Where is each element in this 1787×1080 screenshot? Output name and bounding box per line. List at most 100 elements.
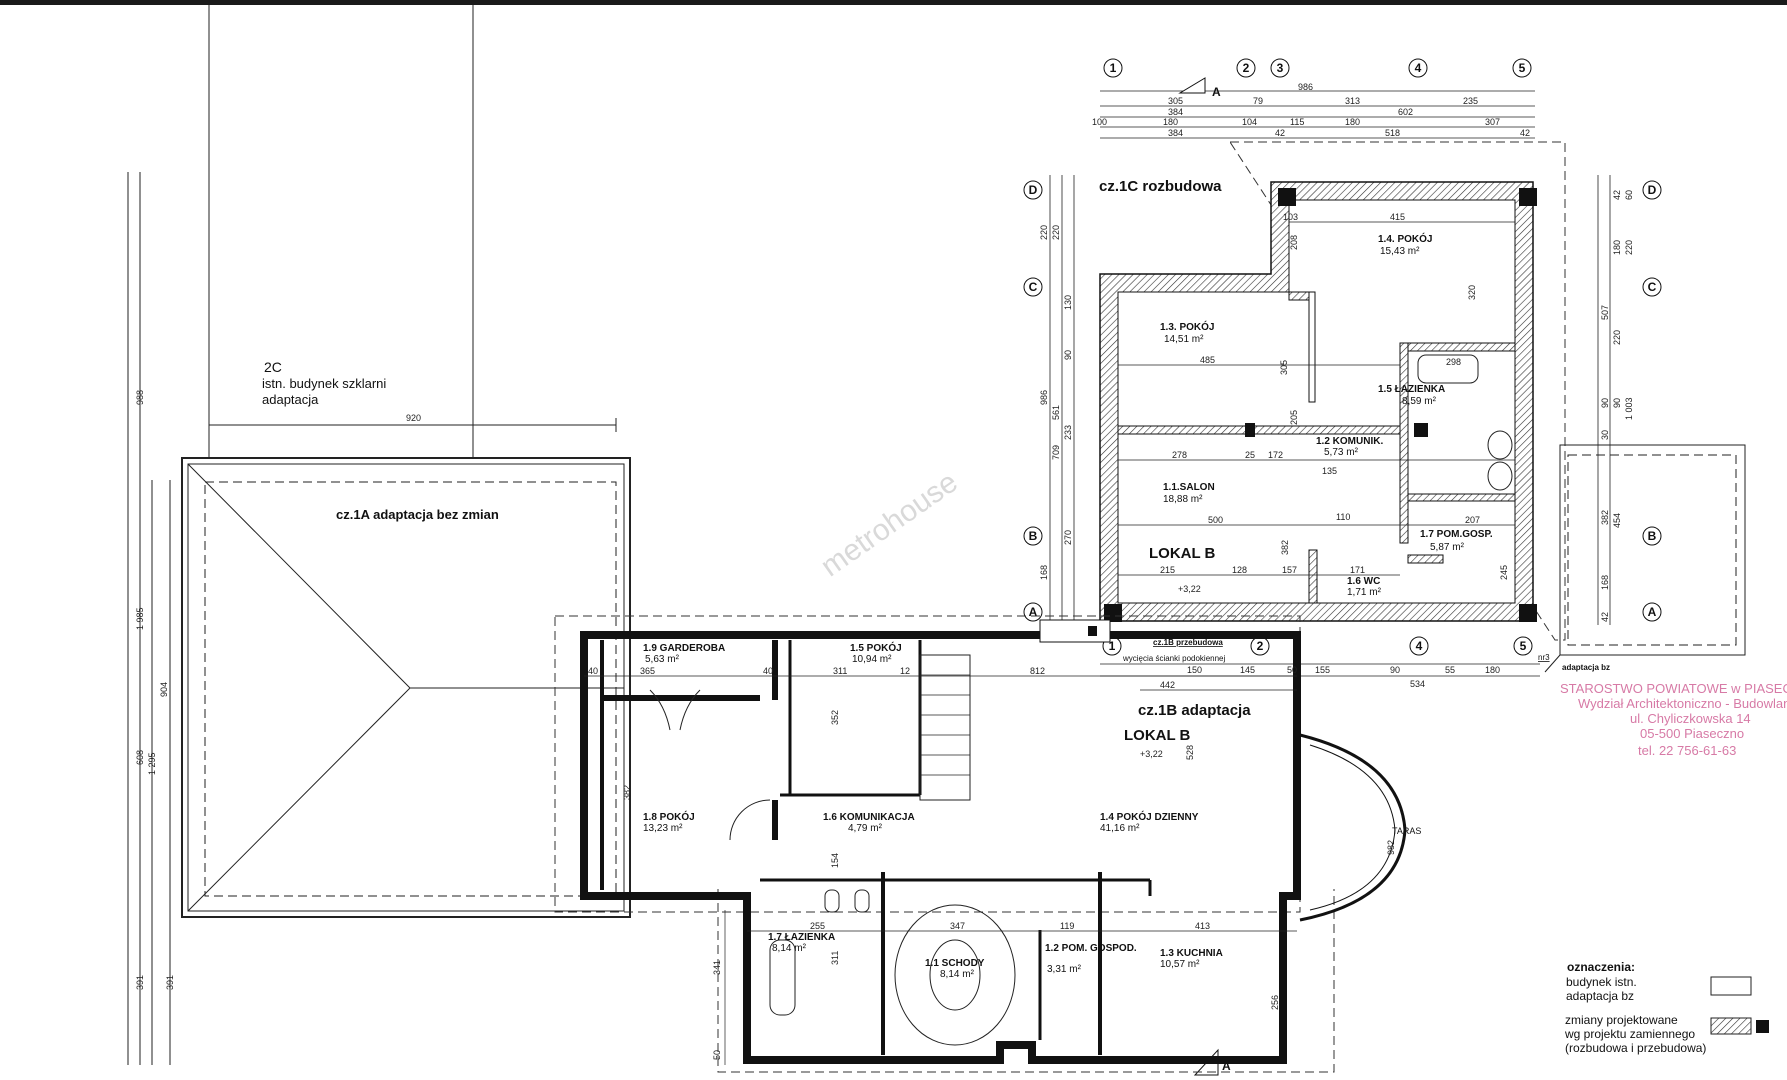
axis-bottom-4: 4 — [1409, 636, 1429, 656]
dim-391-a: 391 — [135, 975, 145, 990]
plan-text: 103 — [1283, 212, 1298, 222]
plan-text: 1 — [1110, 61, 1117, 75]
plan-text: 40 — [588, 666, 598, 676]
office-stamp: STAROSTWO POWIATOWE w PIASECZNIE Wydział… — [1560, 681, 1787, 758]
plan-text: 90 — [1612, 398, 1622, 408]
room-name: 1.3 KUCHNIA — [1160, 948, 1223, 959]
plan-text: 104 — [1242, 117, 1257, 127]
section-marker-top: A — [1178, 77, 1221, 99]
dim-904: 904 — [159, 682, 169, 697]
plan-text: 270 — [1063, 530, 1073, 545]
plan-text: 255 — [810, 921, 825, 931]
room-name: 1.4. POKÓJ — [1378, 232, 1432, 245]
room-name: 1.5 POKÓJ — [850, 641, 902, 654]
top-dims: 986 305 79 313 235 384 602 100 180 104 1… — [1092, 82, 1530, 138]
plan-text: 180 — [1345, 117, 1360, 127]
axis-bottom-5: 5 — [1513, 636, 1533, 656]
plan-text: 180 — [1163, 117, 1178, 127]
legend-swatch-solid — [1756, 1020, 1769, 1033]
axis-row-b-left: B — [1023, 526, 1043, 546]
plan-text: STAROSTWO POWIATOWE w PIASECZNIE — [1560, 681, 1787, 696]
top-border — [0, 0, 1787, 5]
legend-title: oznaczenia: — [1567, 960, 1635, 974]
room-area: 8,14 m² — [940, 969, 975, 980]
axis-row-d-left: D — [1023, 180, 1043, 200]
plan-text: 382 — [1280, 540, 1290, 555]
plan-text: 205 — [1289, 410, 1299, 425]
room-area: 41,16 m² — [1100, 823, 1140, 834]
plan-text: 128 — [1232, 565, 1247, 575]
legend-label: budynek istn. — [1566, 975, 1637, 989]
annex-label: adaptacja bz — [1562, 663, 1610, 672]
room-area: 13,23 m² — [643, 823, 683, 834]
plan-text: C — [1029, 280, 1038, 294]
room-area: 15,43 m² — [1380, 246, 1420, 257]
plan-text: 154 — [830, 853, 840, 868]
room-area: 5,87 m² — [1430, 542, 1465, 553]
plan-text: 311 — [833, 666, 847, 676]
plan-text: 50 — [712, 1050, 722, 1060]
room-name: 1.9 GARDEROBA — [643, 643, 725, 654]
plan-text: 42 — [1600, 612, 1610, 622]
plan-text: 307 — [1485, 117, 1500, 127]
plan-text: 500 — [1208, 515, 1223, 525]
left-building-code: 2C — [264, 359, 282, 375]
plan-text: 709 — [1051, 445, 1061, 460]
room-name: 1.2 POM. GOSPOD. — [1045, 943, 1137, 954]
axis-bottom-2: 2 — [1250, 636, 1270, 656]
plan-text: 4 — [1415, 61, 1422, 75]
dim-1985: 1 985 — [135, 607, 145, 630]
plan-text: 561 — [1051, 405, 1061, 420]
plan-text: 245 — [1499, 565, 1509, 580]
plan-text: 382 — [622, 785, 632, 800]
plan-text: 220 — [1612, 330, 1622, 345]
plan-text: 442 — [1160, 680, 1175, 690]
plan-text: 208 — [1289, 235, 1299, 250]
plan-text: 40 — [763, 666, 773, 676]
part-1b-label: cz.1B adaptacja — [1138, 702, 1251, 719]
plan-text: 215 — [1160, 565, 1175, 575]
legend-label: zmiany projektowane — [1565, 1013, 1678, 1027]
axis-col-5: 5 — [1512, 58, 1532, 78]
left-building-status: adaptacja — [262, 392, 319, 407]
upper-level-mark: +3,22 — [1178, 584, 1201, 594]
plan-text: 298 — [1446, 357, 1461, 367]
legend: oznaczenia: budynek istn. adaptacja bz z… — [1564, 960, 1769, 1055]
plan-text: 982 — [1386, 840, 1396, 855]
plan-text: tel. 22 756-61-63 — [1638, 743, 1736, 758]
plan-text: 42 — [1275, 128, 1285, 138]
plan-text: 256 — [1270, 995, 1280, 1010]
plan-text: 1 — [1109, 639, 1116, 653]
plan-text: D — [1029, 183, 1038, 197]
room-area: 5,73 m² — [1324, 447, 1359, 458]
room-area: 18,88 m² — [1163, 494, 1203, 505]
room-name: 1.6 WC — [1347, 576, 1380, 587]
axis-col-1: 1 — [1103, 58, 1123, 78]
legend-label: (rozbudowa i przebudowa) — [1565, 1041, 1706, 1055]
plan-text: 168 — [1039, 565, 1049, 580]
plan-text: 5 — [1520, 639, 1527, 653]
plan-text: 145 — [1240, 665, 1255, 675]
annex-tag: nr3 — [1538, 653, 1550, 662]
plan-text: A — [1222, 1059, 1231, 1073]
watermark: metrohouse — [815, 465, 964, 583]
plan-text: 155 — [1315, 665, 1330, 675]
axis-col-2: 2 — [1236, 58, 1256, 78]
plan-text: 352 — [830, 710, 840, 725]
legend-swatch-existing — [1710, 976, 1752, 996]
plan-text: 320 — [1467, 285, 1477, 300]
plan-text: 1 003 — [1624, 397, 1634, 420]
plan-text: 233 — [1063, 425, 1073, 440]
plan-text: 168 — [1600, 575, 1610, 590]
plan-text: 413 — [1195, 921, 1210, 931]
room-name: 1.1 SCHODY — [925, 958, 985, 969]
plan-text: 415 — [1390, 212, 1405, 222]
plan-text: 305 — [1279, 360, 1289, 375]
part-1c-label: cz.1C rozbudowa — [1099, 178, 1222, 195]
plan-text: 528 — [1185, 745, 1195, 760]
terrace-label: TARAS — [1392, 826, 1421, 836]
plan-text: 235 — [1463, 96, 1478, 106]
dim-1295: 1 295 — [147, 752, 157, 775]
room-name: 1.7 ŁAZIENKA — [768, 932, 835, 943]
